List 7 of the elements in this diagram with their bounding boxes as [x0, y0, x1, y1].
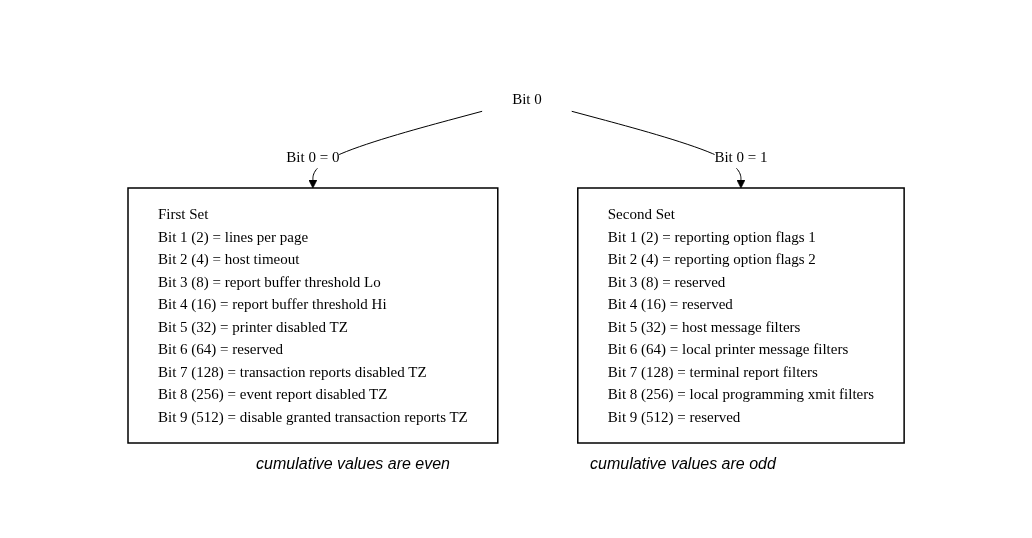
edge-label: Bit 0 = 0 [286, 148, 340, 165]
node-box: Second Set Bit 1 (2) = reporting option flags 1 Bit 2 (4) = reporting option flags 2 Bit 3 (8) = reserved Bit 4 (16) = reserved Bit 5 (32) = host message filters Bit 6 (64) = local printer message filters Bit 7 (128) = terminal report filters Bit 8 (256) = local programming xmit filters Bit 9 (512) = reserved [576, 187, 905, 444]
node-text: Bit 0 [512, 91, 542, 107]
node-box: First Set Bit 1 (2) = lines per page Bit 2 (4) = host timeout Bit 3 (8) = report buffer threshold Lo Bit 4 (16) = report buffer threshold Hi Bit 5 (32) = printer disabled TZ Bit 6 (64) = reserved Bit 7 (128) = transaction reports disabled TZ Bit 8 (256) = event report disabled TZ Bit 9 (512) = disable granted transaction reports TZ [127, 187, 499, 444]
edge-label: Bit 0 = 1 [714, 148, 768, 165]
caption-text: cumulative values are even [256, 455, 450, 473]
caption-text: cumulative values are odd [590, 455, 776, 473]
